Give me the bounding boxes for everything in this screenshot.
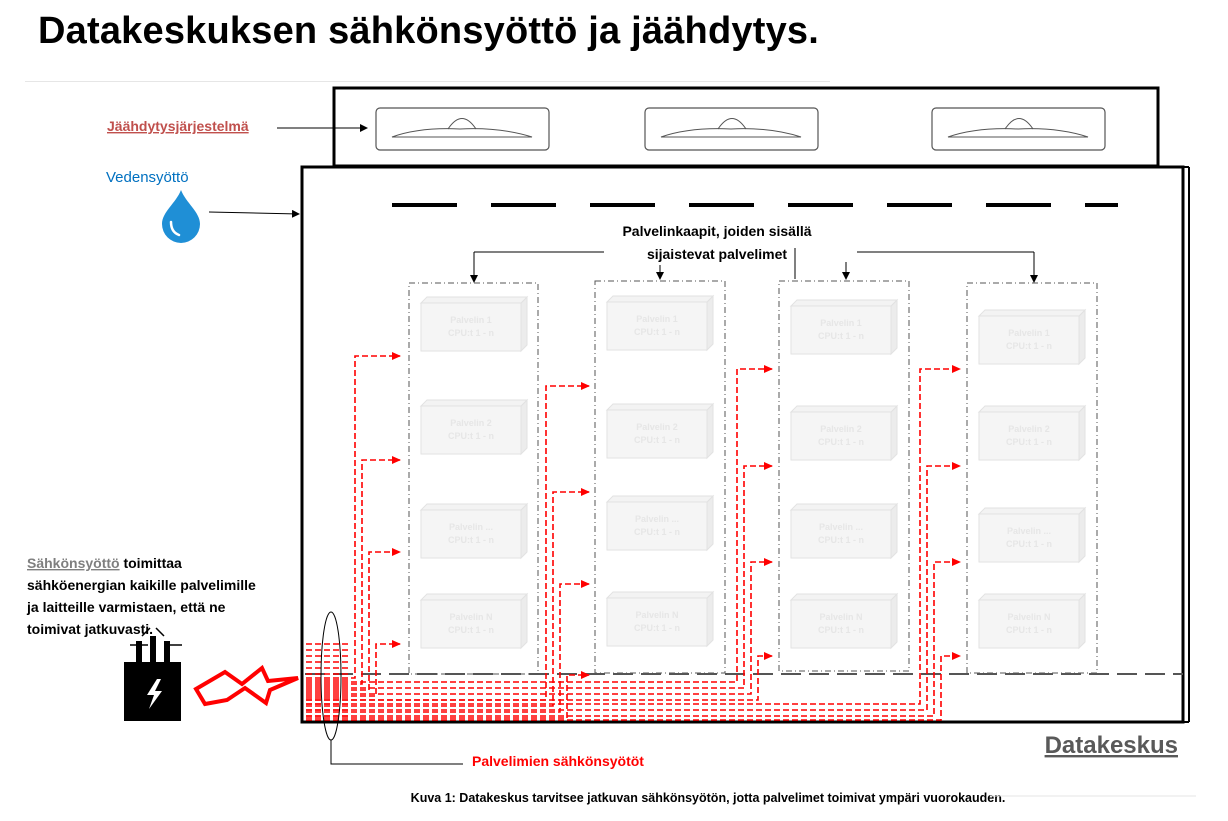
server-unit: Palvelin 1 CPU:t 1 - n	[605, 294, 715, 352]
server-power-cable	[306, 671, 590, 719]
server-power-cable	[306, 640, 401, 697]
server-power-cable	[306, 462, 961, 711]
server-name: Palvelin N	[819, 612, 862, 622]
water-supply-label: Vedensyöttö	[106, 169, 189, 186]
water-pointer-arrow	[208, 209, 300, 218]
server-name: Palvelin N	[449, 612, 492, 622]
fan-icon	[931, 107, 1106, 151]
server-name: Palvelin N	[1007, 612, 1050, 622]
server-unit: Palvelin N CPU:t 1 - n	[789, 592, 899, 650]
datacenter-label: Datakeskus	[1045, 732, 1178, 759]
server-name: Palvelin 2	[1008, 424, 1050, 434]
server-unit: Palvelin 1 CPU:t 1 - n	[977, 308, 1087, 366]
transformer-icon	[124, 627, 182, 721]
power-cable-bundle	[306, 643, 350, 717]
server-cpu-label: CPU:t 1 - n	[448, 431, 494, 441]
server-power-cable	[306, 456, 401, 685]
server-rack: Palvelin 1 CPU:t 1 - n Palvelin 2 CPU:t 1 -…	[778, 280, 910, 672]
power-feeds-pointer-line	[330, 740, 463, 765]
server-name: Palvelin ...	[1007, 526, 1051, 536]
server-unit: Palvelin ... CPU:t 1 - n	[789, 502, 899, 560]
server-power-cable	[306, 365, 961, 705]
server-cpu-label: CPU:t 1 - n	[1006, 437, 1052, 447]
server-name: Palvelin 1	[1008, 328, 1050, 338]
server-unit: Palvelin 1 CPU:t 1 - n	[789, 298, 899, 356]
server-rack: Palvelin 1 CPU:t 1 - n Palvelin 2 CPU:t 1 -…	[594, 280, 726, 674]
power-description-rest: toimittaa	[120, 555, 182, 571]
server-cpu-label: CPU:t 1 - n	[1006, 539, 1052, 549]
cooling-unit-box	[332, 86, 1160, 168]
server-cpu-label: CPU:t 1 - n	[818, 535, 864, 545]
server-name: Palvelin 1	[450, 315, 492, 325]
fan-icon	[644, 107, 819, 151]
fan-icon	[375, 107, 550, 151]
power-description-line3: ja laitteille varmistaen, että ne	[26, 599, 226, 615]
server-unit: Palvelin N CPU:t 1 - n	[419, 592, 529, 650]
server-name: Palvelin ...	[635, 514, 679, 524]
power-description-line1: Sähkönsyöttö toimittaa	[27, 555, 182, 571]
server-power-cable	[306, 488, 590, 707]
server-cpu-label: CPU:t 1 - n	[634, 527, 680, 537]
server-power-cable	[306, 352, 401, 679]
server-name: Palvelin 2	[636, 422, 678, 432]
server-cpu-label: CPU:t 1 - n	[818, 625, 864, 635]
server-name: Palvelin 1	[820, 318, 862, 328]
server-name: Palvelin ...	[819, 522, 863, 532]
server-rack: Palvelin 1 CPU:t 1 - n Palvelin 2 CPU:t 1 -…	[966, 282, 1098, 674]
power-description-line2: sähköenergian kaikille palvelimille	[27, 577, 256, 593]
server-unit: Palvelin 1 CPU:t 1 - n	[419, 295, 529, 353]
server-cpu-label: CPU:t 1 - n	[1006, 341, 1052, 351]
server-cpu-label: CPU:t 1 - n	[818, 331, 864, 341]
server-power-cable	[306, 548, 401, 691]
power-feed-arrow	[193, 664, 299, 707]
lightning-bolt-icon	[147, 679, 162, 709]
server-power-cable	[306, 580, 590, 713]
server-unit: Palvelin N CPU:t 1 - n	[605, 590, 715, 648]
server-cpu-label: CPU:t 1 - n	[634, 327, 680, 337]
server-cpu-label: CPU:t 1 - n	[818, 437, 864, 447]
server-unit: Palvelin 2 CPU:t 1 - n	[977, 404, 1087, 462]
server-cpu-label: CPU:t 1 - n	[634, 623, 680, 633]
server-power-cable	[306, 558, 773, 695]
power-supply-term: Sähkönsyöttö	[27, 555, 120, 571]
power-description-line4: toimivat jatkuvasti.	[27, 621, 153, 637]
racks-label-line2: sijaistevat palvelimet	[647, 246, 787, 262]
server-power-cable	[306, 652, 961, 721]
server-unit: Palvelin N CPU:t 1 - n	[977, 592, 1087, 650]
page-title: Datakeskuksen sähkönsyöttö ja jäähdytys.	[38, 10, 819, 52]
server-power-cable	[306, 558, 961, 717]
server-power-feed-group	[306, 352, 401, 697]
server-name: Palvelin N	[635, 610, 678, 620]
server-power-feed-group	[306, 365, 773, 701]
server-unit: Palvelin ... CPU:t 1 - n	[605, 494, 715, 552]
server-unit: Palvelin 2 CPU:t 1 - n	[605, 402, 715, 460]
server-unit: Palvelin ... CPU:t 1 - n	[977, 506, 1087, 564]
server-rack: Palvelin 1 CPU:t 1 - n Palvelin 2 CPU:t 1 -…	[408, 282, 539, 675]
server-unit: Palvelin 2 CPU:t 1 - n	[419, 398, 529, 456]
server-name: Palvelin 1	[636, 314, 678, 324]
server-power-cable	[306, 652, 773, 701]
datacenter-room-box	[300, 165, 1185, 724]
server-cpu-label: CPU:t 1 - n	[448, 328, 494, 338]
server-power-feeds-label: Palvelimien sähkönsyötöt	[472, 753, 644, 769]
server-power-cable	[306, 462, 773, 689]
server-cpu-label: CPU:t 1 - n	[634, 435, 680, 445]
cooling-system-label: Jäähdytysjärjestelmä	[107, 118, 249, 134]
server-name: Palvelin 2	[450, 418, 492, 428]
server-name: Palvelin 2	[820, 424, 862, 434]
server-cpu-label: CPU:t 1 - n	[448, 535, 494, 545]
figure-caption: Kuva 1: Datakeskus tarvitsee jatkuvan sä…	[411, 791, 1006, 805]
server-unit: Palvelin ... CPU:t 1 - n	[419, 502, 529, 560]
title-divider	[25, 81, 830, 82]
server-power-feed-group	[306, 365, 961, 721]
water-drop-icon	[162, 190, 200, 243]
server-unit: Palvelin 2 CPU:t 1 - n	[789, 404, 899, 462]
server-name: Palvelin ...	[449, 522, 493, 532]
racks-label-line1: Palvelinkaapit, joiden sisällä	[622, 223, 811, 239]
server-cpu-label: CPU:t 1 - n	[448, 625, 494, 635]
server-power-cable	[306, 365, 773, 683]
server-cpu-label: CPU:t 1 - n	[1006, 625, 1052, 635]
